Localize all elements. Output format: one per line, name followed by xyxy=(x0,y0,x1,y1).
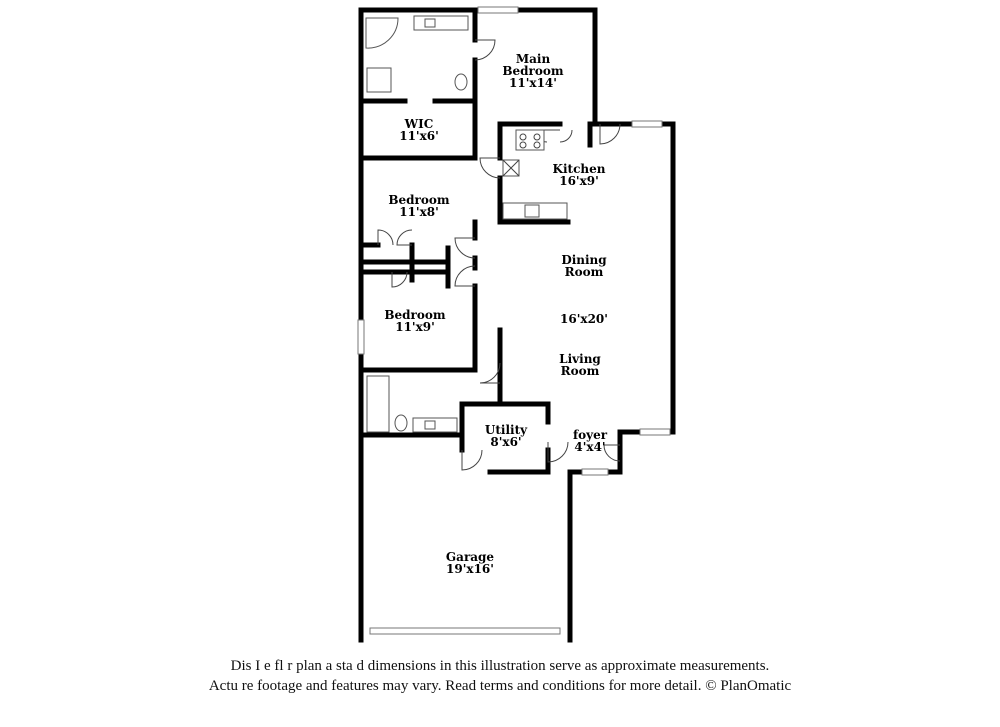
window-living-room xyxy=(639,428,671,436)
bedroom-3-size: 11'x9' xyxy=(395,320,435,334)
utility-label: Utility xyxy=(485,423,528,437)
disclaimer: Dis I e fl r plan a sta d dimensions in … xyxy=(0,656,1000,696)
wic-size: 11'x6' xyxy=(399,129,439,143)
disclaimer-line-1: Dis I e fl r plan a sta d dimensions in … xyxy=(230,658,770,674)
stove-icon xyxy=(515,129,545,151)
room-labels: Main Bedroom 11'x14' WIC 11'x6' Kitchen … xyxy=(384,52,608,576)
kitchen-size: 16'x9' xyxy=(559,174,599,188)
living-room-label-2: Room xyxy=(561,364,600,378)
bathtub-icon xyxy=(366,375,390,433)
door-utility xyxy=(461,449,483,471)
door-closet-c xyxy=(391,271,408,288)
bedroom-2-size: 11'x8' xyxy=(399,205,439,219)
living-dining-size: 16'x20' xyxy=(560,312,608,326)
window-foyer xyxy=(581,468,609,476)
sink-icon xyxy=(424,18,436,28)
window-main-bedroom xyxy=(477,6,519,14)
door-bedroom-3 xyxy=(454,265,476,287)
bedroom-2-label: Bedroom xyxy=(388,193,449,207)
door-kitchen-exterior xyxy=(599,123,621,145)
garage-size: 19'x16' xyxy=(446,562,494,576)
shower-icon xyxy=(366,67,392,93)
main-bedroom-label-2: Bedroom xyxy=(502,64,563,78)
dining-room-label-2: Room xyxy=(565,265,604,279)
door-kitchen-hall xyxy=(479,157,501,179)
door-main-bedroom xyxy=(474,39,496,61)
kitchen-label: Kitchen xyxy=(553,162,606,176)
window-kitchen xyxy=(631,120,663,128)
door-bedroom-2 xyxy=(454,237,476,259)
garage-label: Garage xyxy=(446,550,495,564)
wic-label: WIC xyxy=(404,117,434,131)
sink-hall-icon xyxy=(424,420,436,430)
window-bedroom-3 xyxy=(357,319,365,355)
dining-room-label: Dining xyxy=(561,253,607,267)
door-closet-a xyxy=(377,229,394,246)
foyer-label: foyer xyxy=(573,428,608,442)
kitchen-sink-icon xyxy=(524,204,540,218)
windows xyxy=(357,6,671,635)
main-bedroom-label: Main xyxy=(516,52,551,66)
interior-walls xyxy=(358,7,593,475)
bathtub-corner-icon xyxy=(365,17,399,49)
doors xyxy=(377,39,621,471)
utility-size: 8'x6' xyxy=(490,435,521,449)
toilet-hall-bath-icon xyxy=(394,414,408,432)
vanity-main-bath xyxy=(413,15,469,31)
disclaimer-line-2: Actu re footage and features may vary. R… xyxy=(208,678,792,694)
front-door xyxy=(603,444,621,462)
living-room-label: Living xyxy=(559,352,601,366)
main-bedroom-size: 11'x14' xyxy=(509,76,557,90)
fixtures xyxy=(365,15,568,433)
garage-door xyxy=(369,627,561,635)
door-closet-b xyxy=(396,229,413,246)
door-hall-bath xyxy=(479,362,501,384)
foyer-size: 4'x4' xyxy=(574,440,605,454)
door-utility-foyer xyxy=(547,441,569,463)
toilet-icon xyxy=(454,73,468,91)
bedroom-3-label: Bedroom xyxy=(384,308,445,322)
